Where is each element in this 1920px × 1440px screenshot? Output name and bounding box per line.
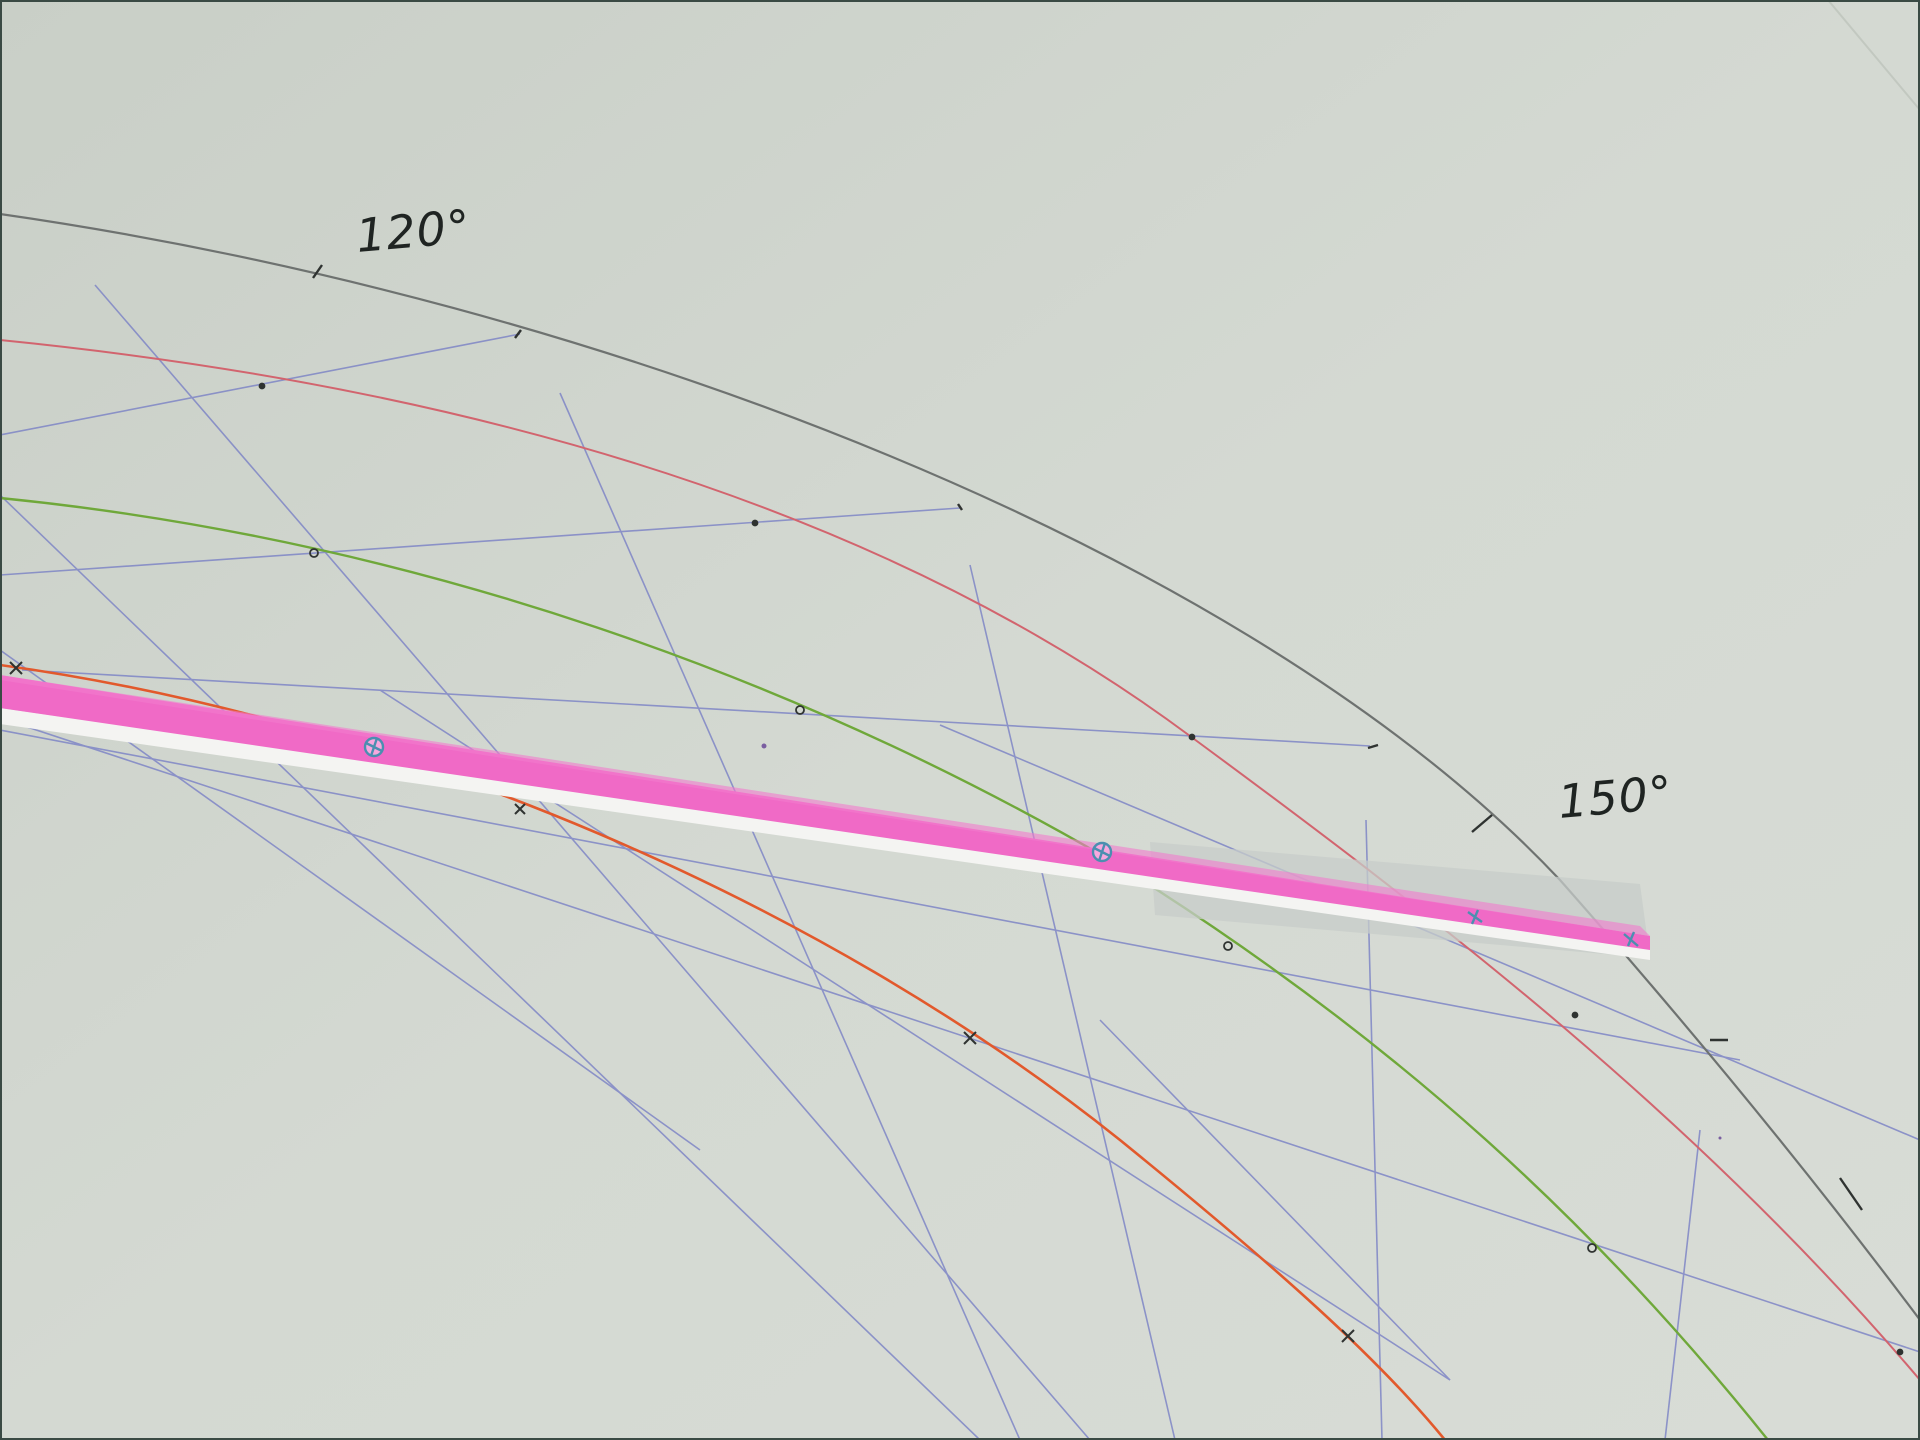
paper-edge-line xyxy=(1827,0,1920,111)
pink-measuring-strip xyxy=(0,675,1650,960)
arc-tick-marks xyxy=(312,264,1863,1211)
red-arc xyxy=(0,339,1920,1381)
angle-label-150: 150° xyxy=(1555,765,1675,829)
green-arc xyxy=(0,496,1769,1440)
intersection-marks xyxy=(258,382,1904,1356)
grey-outer-arc xyxy=(0,212,1920,1321)
angle-label-120: 120° xyxy=(353,199,473,263)
pencil-specks xyxy=(761,743,1722,1140)
x-marks xyxy=(9,661,1355,1343)
